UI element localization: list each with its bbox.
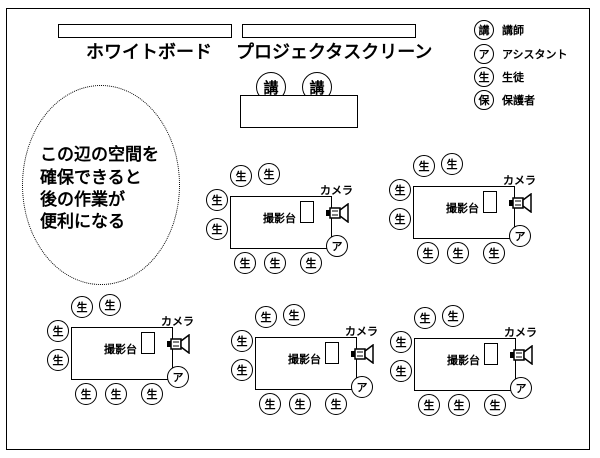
assistant-seat: ア bbox=[351, 376, 373, 398]
student-seat: 生 bbox=[47, 349, 69, 371]
instructor-symbol: 講 bbox=[474, 20, 494, 40]
student-seat: 生 bbox=[414, 307, 436, 329]
legend-label: アシスタント bbox=[502, 48, 568, 61]
instructor-desk bbox=[240, 95, 358, 128]
student-seat: 生 bbox=[206, 189, 228, 211]
student-seat: 生 bbox=[259, 393, 281, 415]
camera-label: カメラ bbox=[161, 315, 194, 328]
legend-guardian: 保 保護者 bbox=[474, 90, 535, 110]
student-seat: 生 bbox=[447, 242, 469, 264]
assistant-seat: ア bbox=[326, 235, 348, 257]
note-line: 確保できると bbox=[40, 168, 142, 188]
shooting-desk bbox=[71, 327, 173, 380]
shooting-desk-label: 撮影台 bbox=[288, 353, 321, 366]
note-line: この辺の空間を bbox=[40, 145, 159, 165]
shooting-desk-label: 撮影台 bbox=[446, 202, 479, 215]
assistant-symbol: ア bbox=[474, 44, 494, 64]
shooting-station: 撮影台 カメラ 生 生 生 生 生 生 生 ア bbox=[390, 305, 537, 416]
projector-screen bbox=[242, 24, 416, 38]
student-seat: 生 bbox=[418, 394, 440, 416]
reserved-space-ellipse bbox=[22, 85, 180, 285]
camera-icon bbox=[326, 203, 349, 223]
camera-label: カメラ bbox=[345, 325, 378, 338]
shooting-station: 撮影台 カメラ 生 生 生 生 生 生 生 ア bbox=[206, 163, 353, 274]
camera-stand bbox=[300, 201, 314, 223]
student-seat: 生 bbox=[231, 330, 253, 352]
shooting-station: 撮影台 カメラ 生 生 生 生 生 生 生 ア bbox=[389, 153, 536, 264]
student-seat: 生 bbox=[71, 296, 93, 318]
legend-label: 講師 bbox=[502, 24, 524, 37]
camera-icon bbox=[351, 344, 374, 364]
whiteboard-label: ホワイトボード bbox=[86, 42, 212, 63]
camera-stand bbox=[483, 191, 497, 213]
note-line: 後の作業が bbox=[40, 190, 125, 210]
student-seat: 生 bbox=[99, 294, 121, 316]
student-symbol: 生 bbox=[474, 67, 494, 87]
camera-stand bbox=[484, 343, 498, 365]
shooting-desk-label: 撮影台 bbox=[263, 212, 296, 225]
shooting-desk-label: 撮影台 bbox=[104, 343, 137, 356]
camera-label: カメラ bbox=[503, 174, 536, 187]
guardian-symbol: 保 bbox=[474, 90, 494, 110]
assistant-seat: ア bbox=[510, 377, 532, 399]
legend-instructor: 講 講師 bbox=[474, 20, 524, 40]
student-seat: 生 bbox=[389, 208, 411, 230]
student-seat: 生 bbox=[417, 242, 439, 264]
legend-label: 保護者 bbox=[502, 94, 535, 107]
student-seat: 生 bbox=[484, 394, 506, 416]
shooting-station: 撮影台 カメラ 生 生 生 生 生 生 生 ア bbox=[47, 294, 194, 405]
shooting-desk bbox=[413, 186, 515, 239]
student-seat: 生 bbox=[47, 320, 69, 342]
student-seat: 生 bbox=[264, 252, 286, 274]
student-seat: 生 bbox=[230, 165, 252, 187]
assistant-seat: ア bbox=[167, 366, 189, 388]
shooting-desk bbox=[255, 337, 357, 390]
legend-assistant: ア アシスタント bbox=[474, 44, 568, 64]
student-seat: 生 bbox=[448, 394, 470, 416]
camera-label: カメラ bbox=[504, 326, 537, 339]
shooting-desk bbox=[230, 196, 332, 249]
student-seat: 生 bbox=[258, 163, 280, 185]
student-seat: 生 bbox=[75, 383, 97, 405]
camera-icon bbox=[167, 334, 190, 354]
whiteboard bbox=[58, 24, 232, 38]
student-seat: 生 bbox=[389, 179, 411, 201]
student-seat: 生 bbox=[289, 393, 311, 415]
student-seat: 生 bbox=[105, 383, 127, 405]
student-seat: 生 bbox=[483, 242, 505, 264]
shooting-station: 撮影台 カメラ 生 生 生 生 生 生 生 ア bbox=[231, 304, 378, 415]
student-seat: 生 bbox=[141, 383, 163, 405]
projector-screen-label: プロジェクタスクリーン bbox=[236, 42, 433, 63]
student-seat: 生 bbox=[325, 393, 347, 415]
camera-stand bbox=[325, 342, 339, 364]
student-seat: 生 bbox=[442, 305, 464, 327]
student-seat: 生 bbox=[300, 252, 322, 274]
student-seat: 生 bbox=[234, 252, 256, 274]
camera-icon bbox=[509, 193, 532, 213]
student-seat: 生 bbox=[413, 155, 435, 177]
student-seat: 生 bbox=[441, 153, 463, 175]
note-line: 便利になる bbox=[40, 212, 125, 232]
student-seat: 生 bbox=[231, 359, 253, 381]
legend-label: 生徒 bbox=[502, 71, 524, 84]
camera-stand bbox=[141, 332, 155, 354]
shooting-desk-label: 撮影台 bbox=[447, 354, 480, 367]
student-seat: 生 bbox=[390, 360, 412, 382]
student-seat: 生 bbox=[255, 306, 277, 328]
legend-student: 生 生徒 bbox=[474, 67, 524, 87]
assistant-seat: ア bbox=[509, 225, 531, 247]
student-seat: 生 bbox=[390, 331, 412, 353]
student-seat: 生 bbox=[283, 304, 305, 326]
shooting-desk bbox=[414, 338, 516, 391]
student-seat: 生 bbox=[206, 218, 228, 240]
camera-label: カメラ bbox=[320, 184, 353, 197]
diagram-frame bbox=[6, 8, 590, 450]
camera-icon bbox=[510, 345, 533, 365]
